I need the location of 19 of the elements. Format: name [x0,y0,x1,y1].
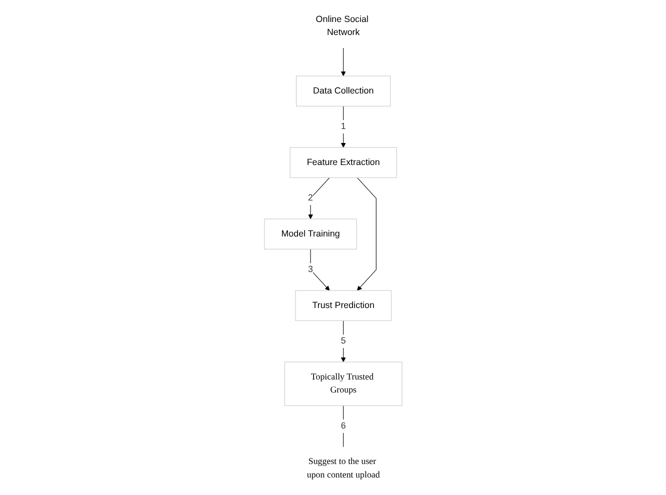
arrow [340,48,346,76]
node-box: Trust Prediction [294,290,392,321]
arrow [340,106,346,148]
node-box: Feature Extraction [290,147,397,178]
node-text: Suggest to the user upon content upload [306,456,380,480]
node-box: Data Collection [296,76,390,106]
edge-label: 5 [340,336,346,346]
edge-label: 3 [308,264,313,274]
edge-label: 2 [308,193,313,203]
node-box: Topically Trusted Groups [284,362,402,406]
node-text: Online Social Network [316,14,368,38]
connector [342,405,344,448]
edge-label: 6 [340,421,346,431]
arrow [310,248,330,291]
arrow [356,177,376,291]
arrow [340,320,346,362]
edge-label: 1 [340,122,346,132]
node-box: Model Training [264,218,357,250]
arrow [308,177,330,220]
